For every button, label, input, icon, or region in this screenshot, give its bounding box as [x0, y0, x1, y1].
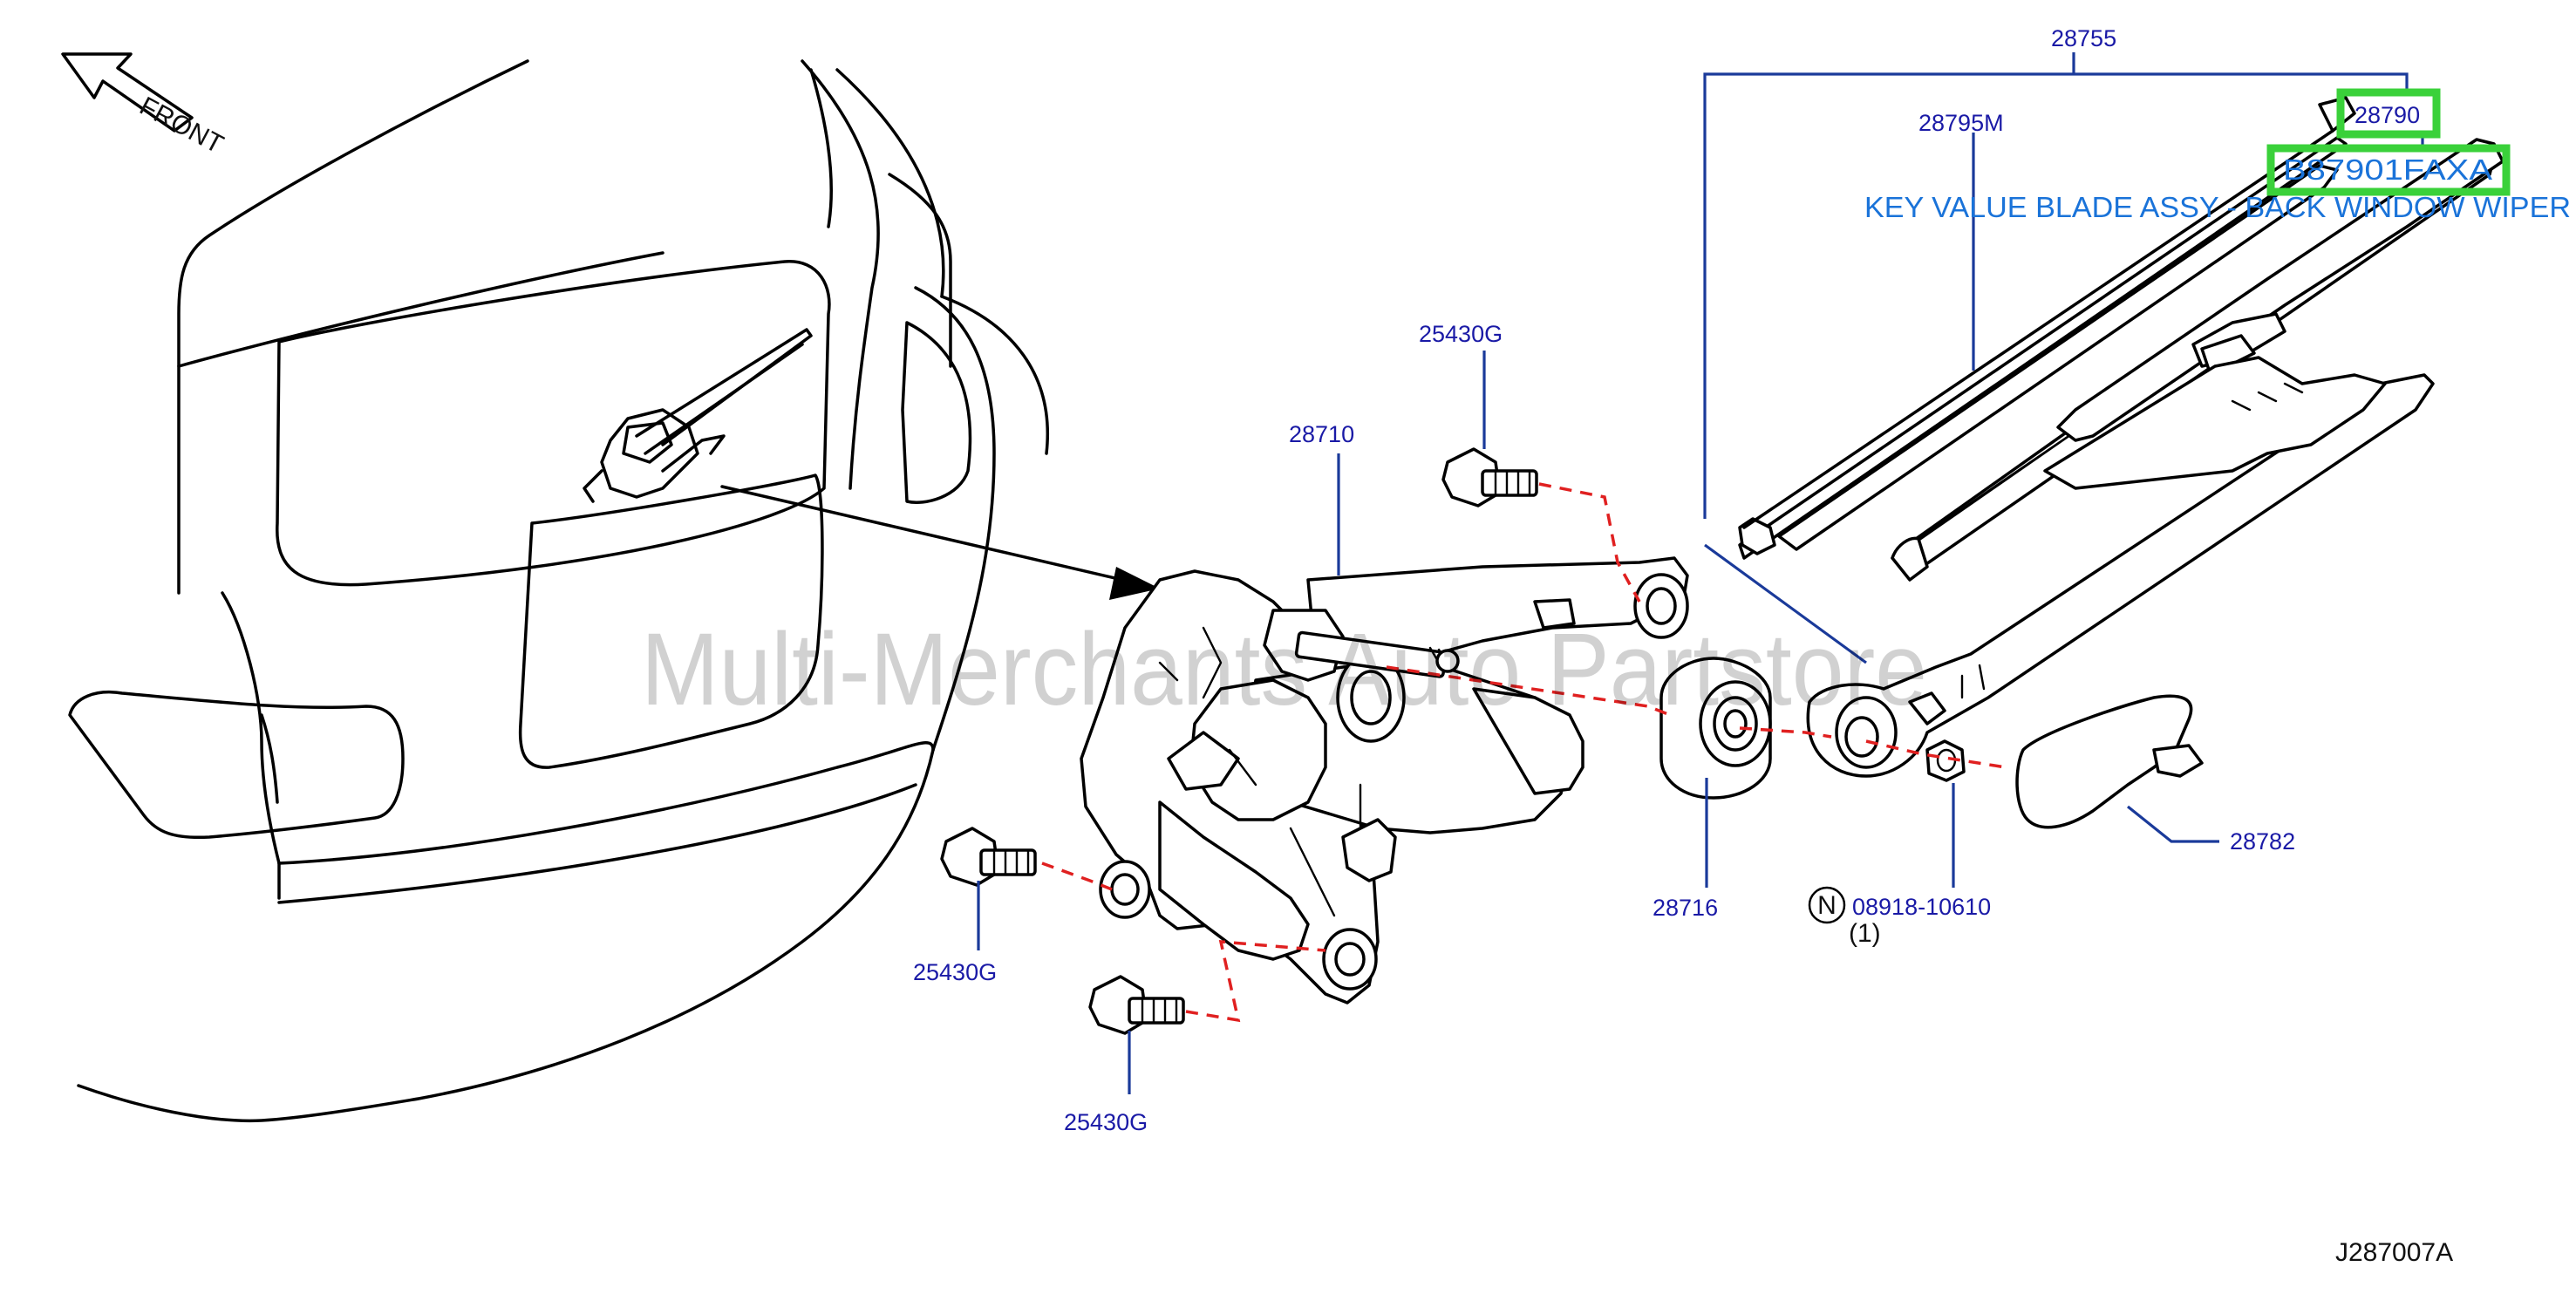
label-28795m[interactable]: 28795M: [1918, 110, 2004, 136]
part-number-highlight-box: [2266, 144, 2511, 196]
wiper-arm-highlight-box: [2336, 88, 2441, 139]
label-08918-10610[interactable]: 08918-10610: [1852, 894, 1991, 920]
part-description-label: KEY VALUE BLADE ASSY - BACK WINDOW WIPER: [1864, 191, 2571, 223]
label-25430g-top[interactable]: 25430G: [1419, 321, 1503, 347]
bolt-top-part: [1441, 447, 1538, 507]
label-28790[interactable]: 28790: [2355, 102, 2420, 128]
label-25430g-bottom[interactable]: 25430G: [1064, 1109, 1148, 1135]
part-number-label[interactable]: B87901FAXA: [2283, 153, 2492, 186]
bolt-left-part: [940, 827, 1037, 887]
vehicle-rear-outline: [68, 59, 1049, 1123]
wiper-motor-part: [1080, 556, 1689, 1005]
detail-arrow: [720, 485, 1160, 600]
bolt-bottom-part: [1088, 975, 1185, 1035]
cap-part: [2015, 694, 2204, 829]
front-label: FRONT: [135, 92, 228, 160]
front-arrow-icon: [61, 52, 194, 133]
nut-symbol-letter: N: [1817, 891, 1837, 920]
bushing-part: [1659, 657, 1772, 800]
leader-lines: [977, 52, 2424, 1094]
label-28716[interactable]: 28716: [1653, 895, 1718, 921]
label-25430g-left[interactable]: 25430G: [913, 959, 997, 985]
assembly-lines: [1041, 482, 2007, 1023]
label-28710[interactable]: 28710: [1289, 421, 1354, 447]
label-28755[interactable]: 28755: [2051, 25, 2116, 51]
wiper-arm-part: [1738, 96, 2504, 778]
diagram-code: J287007A: [2335, 1238, 2453, 1267]
watermark-text: Multi-Merchants Auto Partstore: [641, 612, 1927, 727]
label-28782[interactable]: 28782: [2230, 828, 2295, 855]
nut-quantity: (1): [1849, 919, 1881, 948]
nut-symbol: N: [1808, 886, 1846, 924]
